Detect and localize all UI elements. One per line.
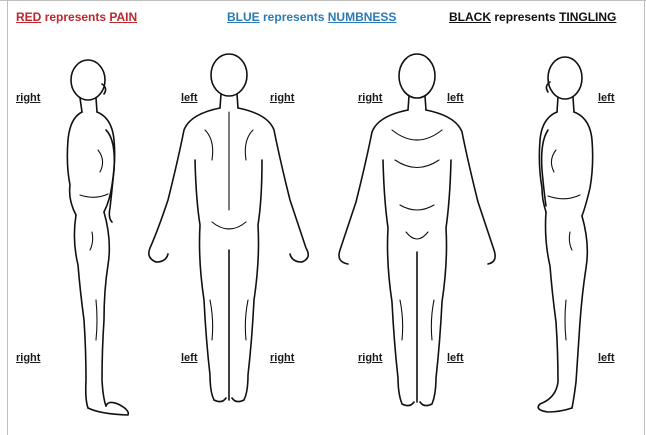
label-side1-top: right xyxy=(16,92,40,104)
label-back-right-bottom: right xyxy=(270,352,294,364)
label-back-right-top: right xyxy=(270,92,294,104)
label-back-left-top: left xyxy=(181,92,198,104)
label-side2-top: left xyxy=(598,92,615,104)
label-front-left-bottom: left xyxy=(447,352,464,364)
label-front-right-top: right xyxy=(358,92,382,104)
side-view-figure-2 xyxy=(538,57,592,412)
side-view-figure-1 xyxy=(67,60,128,415)
back-view-figure xyxy=(149,54,308,402)
label-back-left-bottom: left xyxy=(181,352,198,364)
label-front-right-bottom: right xyxy=(358,352,382,364)
label-side2-bottom: left xyxy=(598,352,615,364)
label-side1-bottom: right xyxy=(16,352,40,364)
label-front-left-top: left xyxy=(447,92,464,104)
